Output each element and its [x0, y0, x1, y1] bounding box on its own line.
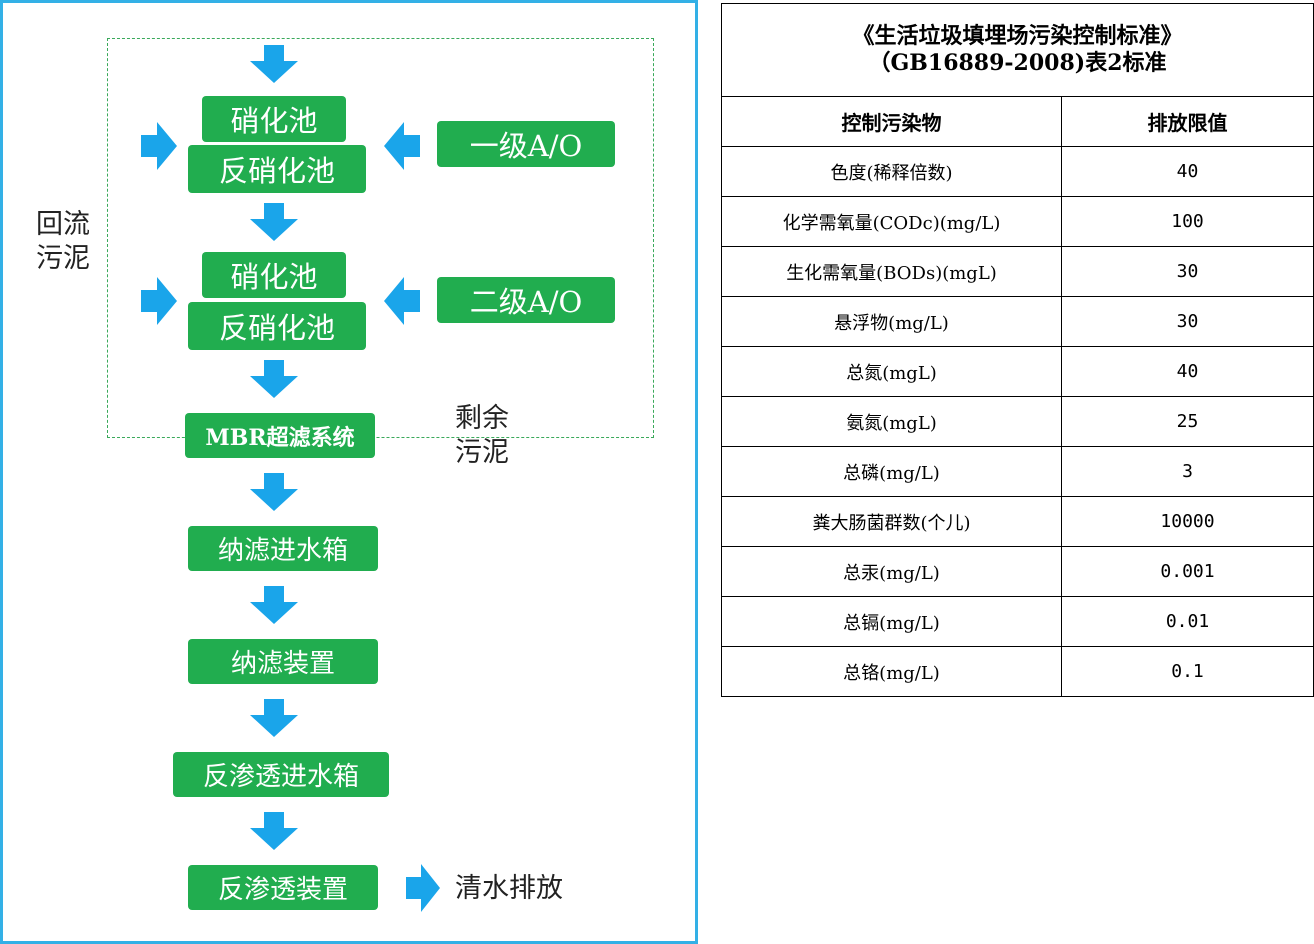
- pollutant-cell: 氨氮(mgL): [721, 396, 1062, 447]
- table-title: 《生活垃圾填埋场污染控制标准》 （GB16889-2008)表2标准: [720, 3, 1314, 97]
- table-row: 总磷(mg/L)3: [721, 446, 1314, 497]
- limit-cell: 0.01: [1060, 596, 1314, 647]
- table-row: 氨氮(mgL)25: [721, 396, 1314, 447]
- discharge-standard-table: 《生活垃圾填埋场污染控制标准》 （GB16889-2008)表2标准 控制污染物…: [720, 3, 1314, 697]
- ro-unit-box: 反渗透装置: [188, 865, 378, 910]
- arrow-left-icon: [384, 277, 420, 325]
- pollutant-cell: 总汞(mg/L): [721, 546, 1062, 597]
- arrow-down-icon: [250, 586, 298, 624]
- arrow-down-icon: [250, 360, 298, 398]
- arrow-down-icon: [250, 45, 298, 83]
- limit-cell: 0.001: [1060, 546, 1314, 597]
- arrow-left-icon: [384, 122, 420, 170]
- pollutant-cell: 总氮(mgL): [721, 346, 1062, 397]
- pollutant-cell: 总磷(mg/L): [721, 446, 1062, 497]
- limit-cell: 10000: [1060, 496, 1314, 547]
- pollutant-cell: 粪大肠菌群数(个儿): [721, 496, 1062, 547]
- pollutant-cell: 化学需氧量(CODc)(mg/L): [721, 196, 1062, 247]
- limit-cell: 30: [1060, 296, 1314, 347]
- process-flow-panel: [0, 0, 698, 944]
- limit-cell: 30: [1060, 246, 1314, 297]
- mbr-ultrafiltration-box: MBR超滤系统: [185, 413, 375, 458]
- arrow-down-icon: [250, 473, 298, 511]
- limit-cell: 0.1: [1060, 646, 1314, 697]
- arrow-right-icon: [141, 277, 177, 325]
- return-sludge-label: 回流 污泥: [36, 209, 90, 274]
- table-row: 色度(稀释倍数)40: [721, 146, 1314, 197]
- header-pollutant: 控制污染物: [721, 96, 1062, 147]
- denitrification-tank-2: 反硝化池: [188, 302, 366, 350]
- table-row: 总铬(mg/L)0.1: [721, 646, 1314, 697]
- stage-1-ao-label: 一级A/O: [437, 121, 615, 167]
- ro-feed-tank-box: 反渗透进水箱: [173, 752, 389, 797]
- limit-cell: 3: [1060, 446, 1314, 497]
- nitrification-tank-1: 硝化池: [202, 96, 346, 142]
- limit-cell: 25: [1060, 396, 1314, 447]
- limit-cell: 100: [1060, 196, 1314, 247]
- pollutant-cell: 色度(稀释倍数): [721, 146, 1062, 197]
- arrow-right-icon: [141, 122, 177, 170]
- excess-sludge-label: 剩余 污泥: [455, 403, 509, 468]
- limit-cell: 40: [1060, 346, 1314, 397]
- pollutant-cell: 悬浮物(mg/L): [721, 296, 1062, 347]
- return-sludge-loop: [107, 38, 654, 438]
- pollutant-cell: 总镉(mg/L): [721, 596, 1062, 647]
- table-title-line2: （GB16889-2008)表2标准: [868, 50, 1167, 76]
- clean-water-discharge-label: 清水排放: [455, 873, 563, 904]
- limit-cell: 40: [1060, 146, 1314, 197]
- table-row: 总氮(mgL)40: [721, 346, 1314, 397]
- table-row: 总汞(mg/L)0.001: [721, 546, 1314, 597]
- arrow-right-icon: [406, 864, 440, 912]
- table-row: 总镉(mg/L)0.01: [721, 596, 1314, 647]
- arrow-down-icon: [250, 203, 298, 241]
- nf-unit-box: 纳滤装置: [188, 639, 378, 684]
- table-title-line1: 《生活垃圾填埋场污染控制标准》: [852, 22, 1183, 49]
- pollutant-cell: 生化需氧量(BODs)(mgL): [721, 246, 1062, 297]
- stage-2-ao-label: 二级A/O: [437, 277, 615, 323]
- nf-feed-tank-box: 纳滤进水箱: [188, 526, 378, 571]
- denitrification-tank-1: 反硝化池: [188, 145, 366, 193]
- table-row: 悬浮物(mg/L)30: [721, 296, 1314, 347]
- table-row: 生化需氧量(BODs)(mgL)30: [721, 246, 1314, 297]
- arrow-down-icon: [250, 699, 298, 737]
- table-row: 化学需氧量(CODc)(mg/L)100: [721, 196, 1314, 247]
- pollutant-cell: 总铬(mg/L): [721, 646, 1062, 697]
- arrow-down-icon: [250, 812, 298, 850]
- nitrification-tank-2: 硝化池: [202, 252, 346, 298]
- header-limit: 排放限值: [1060, 96, 1314, 147]
- table-row: 粪大肠菌群数(个儿)10000: [721, 496, 1314, 547]
